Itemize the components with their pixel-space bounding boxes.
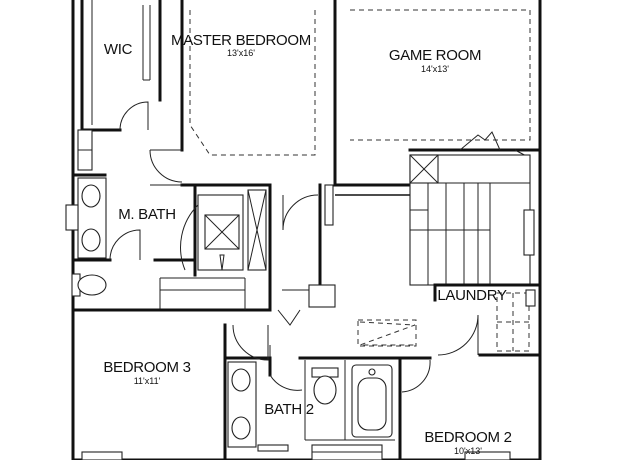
room-label-laundry: LAUNDRY bbox=[437, 287, 507, 304]
room-label-master-bedroom: MASTER BEDROOM bbox=[171, 32, 311, 49]
room-dim-bedroom-3: 11'x11' bbox=[134, 376, 161, 386]
master-bedroom-walls bbox=[150, 0, 337, 187]
sink-icon bbox=[81, 228, 101, 252]
sink-icon bbox=[231, 368, 251, 392]
toilet-icon bbox=[311, 367, 339, 405]
room-label-bath-2: BATH 2 bbox=[264, 401, 314, 418]
door-swing bbox=[109, 229, 141, 261]
hall-walls bbox=[277, 183, 417, 347]
bath-2-walls bbox=[268, 356, 402, 460]
staircase bbox=[409, 154, 535, 286]
bath-2-vanity bbox=[227, 361, 257, 448]
toilet-icon bbox=[71, 273, 107, 297]
vanity-sinks bbox=[77, 177, 107, 259]
room-dim-game-room: 14'x13' bbox=[421, 64, 449, 74]
room-label-wic: WIC bbox=[104, 41, 133, 58]
m-bath-walls bbox=[71, 173, 272, 312]
laundry-walls bbox=[433, 283, 542, 357]
door-swing bbox=[149, 149, 183, 183]
game-room-walls bbox=[333, 9, 542, 196]
room-label-bedroom-2: BEDROOM 2 bbox=[424, 429, 511, 446]
bedroom-2-walls bbox=[398, 356, 511, 460]
room-label-game-room: GAME ROOM bbox=[389, 47, 481, 64]
sink-icon bbox=[231, 416, 251, 440]
tub-curve bbox=[180, 204, 199, 271]
room-label-bedroom-3: BEDROOM 3 bbox=[103, 359, 190, 376]
sink-icon bbox=[81, 184, 101, 208]
door-swing bbox=[119, 101, 149, 131]
room-dim-master-bedroom: 13'x16' bbox=[227, 48, 255, 58]
room-label-m-bath: M. BATH bbox=[118, 206, 176, 223]
shower bbox=[197, 189, 267, 271]
room-dim-bedroom-2: 10'x13' bbox=[454, 446, 482, 456]
bathtub bbox=[351, 364, 393, 438]
bedroom-3-walls bbox=[71, 308, 272, 460]
